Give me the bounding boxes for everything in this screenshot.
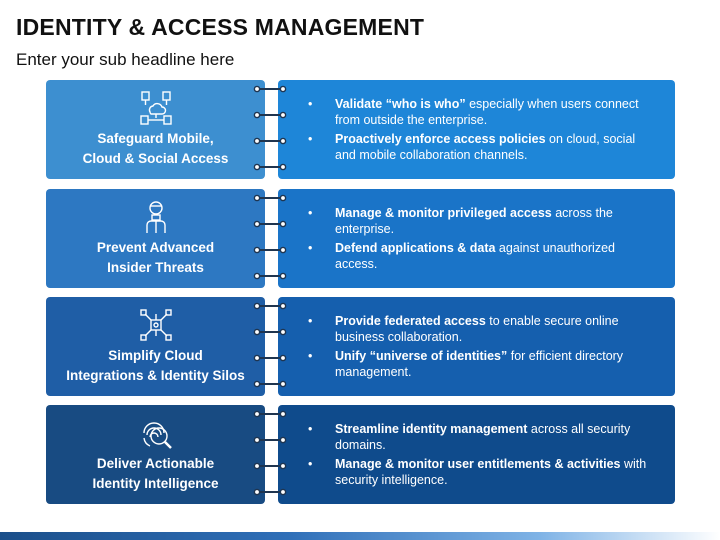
- binder-ring: [253, 436, 287, 444]
- row-detail-box: •Provide federated access to enable secu…: [278, 297, 675, 396]
- binder-ring: [253, 328, 287, 336]
- bullet-item: •Proactively enforce access policies on …: [308, 132, 636, 162]
- bullet-item: •Unify “universe of identities” for effi…: [308, 349, 624, 379]
- row-category-label: Deliver Actionable Identity Intelligence: [92, 456, 219, 491]
- bullet-item: •Manage & monitor privileged access acro…: [308, 206, 613, 236]
- binder-ring: [253, 163, 287, 171]
- binder-ring: [253, 354, 287, 362]
- bullet-item: •Provide federated access to enable secu…: [308, 314, 619, 344]
- bullet-list: •Provide federated access to enable secu…: [308, 313, 647, 383]
- feature-row: Prevent Advanced Insider Threats •Manage…: [46, 189, 675, 288]
- row-detail-box: •Validate “who is who” especially when u…: [278, 80, 675, 179]
- binder-ring: [253, 488, 287, 496]
- binder-ring: [253, 380, 287, 388]
- row-category-box: Simplify Cloud Integrations & Identity S…: [46, 297, 265, 396]
- binder-ring: [253, 220, 287, 228]
- bullet-item: •Streamline identity management across a…: [308, 422, 631, 452]
- insider-user-icon: [145, 201, 166, 233]
- row-category-box: Safeguard Mobile, Cloud & Social Access: [46, 80, 265, 179]
- row-category-label: Simplify Cloud Integrations & Identity S…: [66, 348, 245, 383]
- row-category-box: Prevent Advanced Insider Threats: [46, 189, 265, 288]
- fingerprint-search-icon: [142, 422, 172, 449]
- row-category-box: Deliver Actionable Identity Intelligence: [46, 405, 265, 504]
- binder-ring: [253, 302, 287, 310]
- bullet-list: •Manage & monitor privileged access acro…: [308, 205, 647, 275]
- bottom-bar: [0, 532, 720, 540]
- binder-ring: [253, 137, 287, 145]
- binder-ring: [253, 410, 287, 418]
- row-category-label: Safeguard Mobile, Cloud & Social Access: [82, 131, 229, 166]
- bullet-item: •Validate “who is who” especially when u…: [308, 97, 639, 127]
- bullet-list: •Streamline identity management across a…: [308, 421, 647, 491]
- integration-hub-icon: [139, 309, 172, 341]
- page-subtitle: Enter your sub headline here: [16, 50, 235, 69]
- bullet-item: •Defend applications & data against unau…: [308, 241, 615, 271]
- bullet-list: •Validate “who is who” especially when u…: [308, 96, 647, 166]
- binder-ring: [253, 194, 287, 202]
- row-detail-box: •Streamline identity management across a…: [278, 405, 675, 504]
- row-category-label: Prevent Advanced Insider Threats: [96, 240, 215, 275]
- binder-ring: [253, 111, 287, 119]
- feature-row: Safeguard Mobile, Cloud & Social Access …: [46, 80, 675, 179]
- binder-ring: [253, 462, 287, 470]
- binder-ring: [253, 246, 287, 254]
- binder-ring: [253, 85, 287, 93]
- row-detail-box: •Manage & monitor privileged access acro…: [278, 189, 675, 288]
- feature-row: Deliver Actionable Identity Intelligence…: [46, 405, 675, 504]
- bullet-item: •Manage & monitor user entitlements & ac…: [308, 457, 647, 487]
- cloud-network-icon: [139, 91, 172, 125]
- feature-row: Simplify Cloud Integrations & Identity S…: [46, 297, 675, 396]
- page-title: IDENTITY & ACCESS MANAGEMENT: [16, 14, 425, 40]
- binder-ring: [253, 272, 287, 280]
